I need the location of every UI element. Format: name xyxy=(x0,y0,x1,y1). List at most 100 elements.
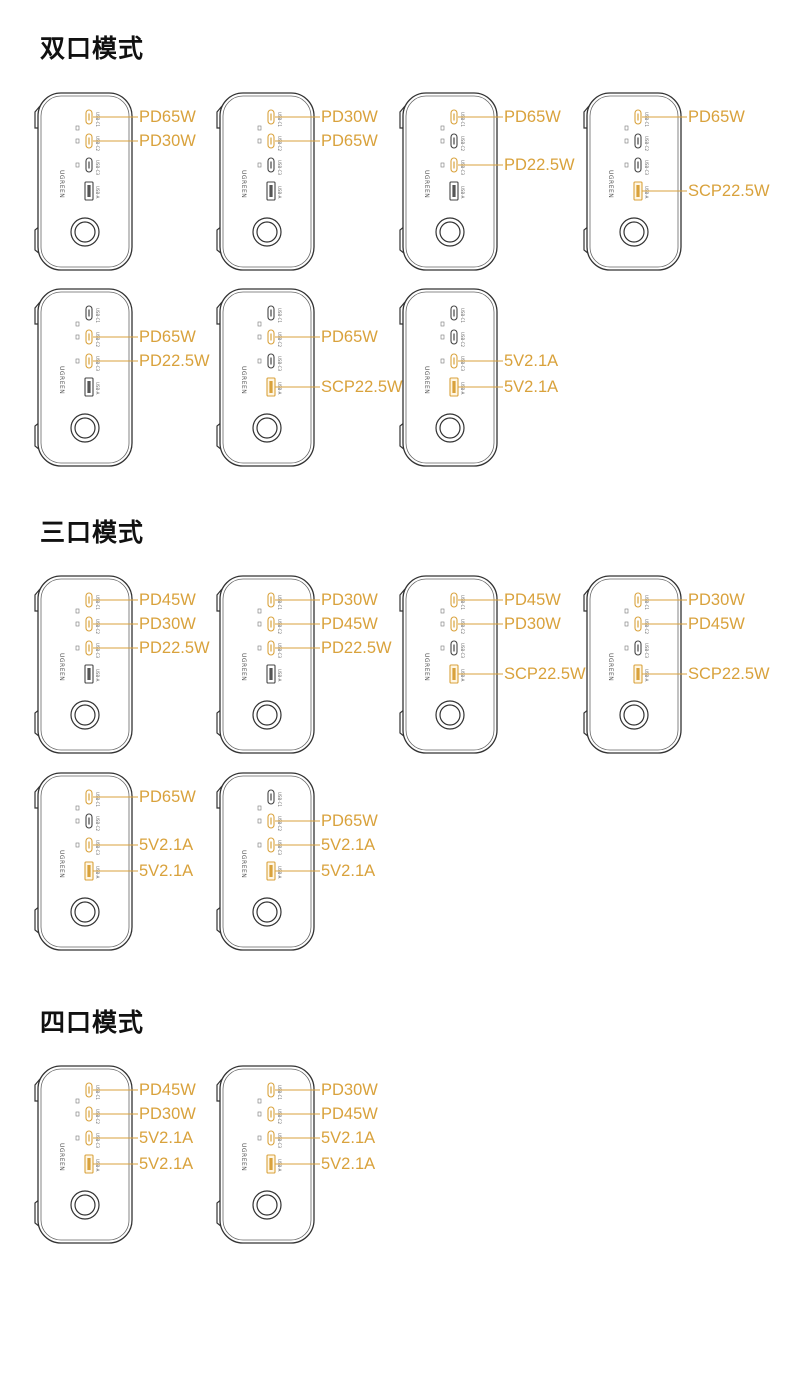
svg-text:USB-A: USB-A xyxy=(277,186,282,199)
port-output-label: PD22.5W xyxy=(139,352,210,370)
svg-text:USB-A: USB-A xyxy=(460,669,465,682)
svg-text:USB-C2: USB-C2 xyxy=(277,136,282,151)
port-output-label: 5V2.1A xyxy=(139,1129,194,1147)
power-button-icon xyxy=(619,700,649,730)
svg-text:USB-C3: USB-C3 xyxy=(277,1133,282,1148)
power-button-icon xyxy=(252,217,282,247)
port-output-label: PD30W xyxy=(139,132,196,150)
svg-text:USB-C3: USB-C3 xyxy=(95,356,100,371)
port-usb-c3: USB-C3 xyxy=(257,353,282,371)
port-output-label: 5V2.1A xyxy=(321,836,376,854)
port-output-label: PD30W xyxy=(139,615,196,633)
section-title: 双口模式 xyxy=(40,34,145,63)
port-usb-a-active: USB-A xyxy=(633,181,649,201)
port-usb-c3-active: USB-C3 xyxy=(440,353,465,371)
port-output-label: PD45W xyxy=(139,591,196,609)
port-output-label: SCP22.5W xyxy=(688,665,770,683)
svg-text:USB-C2: USB-C2 xyxy=(644,136,649,151)
svg-text:USB-C2: USB-C2 xyxy=(277,1109,282,1124)
svg-text:USB-C1: USB-C1 xyxy=(95,112,100,127)
svg-text:USB-C1: USB-C1 xyxy=(277,308,282,323)
port-usb-c1-active: USB-C1 xyxy=(624,109,649,131)
svg-text:USB-C3: USB-C3 xyxy=(460,643,465,658)
port-usb-c3-active: USB-C3 xyxy=(257,837,282,855)
svg-text:USB-C3: USB-C3 xyxy=(460,160,465,175)
svg-text:USB-C2: USB-C2 xyxy=(277,619,282,634)
port-usb-c2-active: USB-C2 xyxy=(257,616,282,634)
port-usb-c1: USB-C1 xyxy=(257,305,282,327)
svg-text:USB-C3: USB-C3 xyxy=(644,643,649,658)
power-button-icon xyxy=(435,413,465,443)
port-output-label: PD65W xyxy=(139,788,196,806)
svg-text:USB-A: USB-A xyxy=(95,866,100,879)
port-usb-c3: USB-C3 xyxy=(440,640,465,658)
svg-text:USB-C1: USB-C1 xyxy=(277,595,282,610)
port-output-label: 5V2.1A xyxy=(321,1155,376,1173)
port-usb-c1-active: USB-C1 xyxy=(75,109,100,131)
svg-text:USB-C3: USB-C3 xyxy=(95,160,100,175)
port-usb-c2: USB-C2 xyxy=(440,133,465,151)
port-output-label: 5V2.1A xyxy=(139,836,194,854)
brand-logo-text: UGREEN xyxy=(423,366,430,394)
svg-text:USB-C1: USB-C1 xyxy=(277,1085,282,1100)
port-usb-c3-active: USB-C3 xyxy=(75,837,100,855)
port-output-label: PD65W xyxy=(139,108,196,126)
port-output-label: PD22.5W xyxy=(504,156,575,174)
port-usb-c1: USB-C1 xyxy=(75,305,100,327)
port-output-label: 5V2.1A xyxy=(321,862,376,880)
port-usb-c2-active: USB-C2 xyxy=(440,616,465,634)
port-usb-c3-active: USB-C3 xyxy=(440,157,465,175)
brand-logo-text: UGREEN xyxy=(240,1143,247,1171)
svg-text:USB-C3: USB-C3 xyxy=(277,643,282,658)
brand-logo-text: UGREEN xyxy=(240,653,247,681)
power-button-icon xyxy=(70,700,100,730)
svg-text:USB-C2: USB-C2 xyxy=(95,136,100,151)
svg-text:USB-C2: USB-C2 xyxy=(95,816,100,831)
port-usb-a: USB-A xyxy=(266,181,282,201)
port-usb-c3: USB-C3 xyxy=(257,157,282,175)
power-button-icon xyxy=(435,217,465,247)
port-usb-c1-active: USB-C1 xyxy=(257,592,282,614)
port-usb-c2-active: USB-C2 xyxy=(257,329,282,347)
svg-text:USB-C1: USB-C1 xyxy=(95,792,100,807)
brand-logo-text: UGREEN xyxy=(58,170,65,198)
svg-text:USB-C3: USB-C3 xyxy=(95,1133,100,1148)
port-output-label: 5V2.1A xyxy=(321,1129,376,1147)
port-output-label: PD65W xyxy=(504,108,561,126)
svg-text:USB-C1: USB-C1 xyxy=(644,595,649,610)
svg-text:USB-C1: USB-C1 xyxy=(277,112,282,127)
section-title: 三口模式 xyxy=(40,518,145,547)
port-usb-c1-active: USB-C1 xyxy=(75,789,100,811)
svg-text:USB-A: USB-A xyxy=(95,669,100,682)
port-usb-a-active: USB-A xyxy=(449,377,465,397)
port-output-label: PD30W xyxy=(321,108,378,126)
port-usb-c1-active: USB-C1 xyxy=(257,109,282,131)
svg-text:USB-A: USB-A xyxy=(644,669,649,682)
port-output-label: PD30W xyxy=(504,615,561,633)
port-usb-c1: USB-C1 xyxy=(257,789,282,811)
svg-text:USB-A: USB-A xyxy=(95,382,100,395)
port-output-label: PD65W xyxy=(321,328,378,346)
port-output-label: PD45W xyxy=(504,591,561,609)
svg-text:USB-A: USB-A xyxy=(277,1159,282,1172)
port-usb-c3-active: USB-C3 xyxy=(75,640,100,658)
power-button-icon xyxy=(252,897,282,927)
port-output-label: PD65W xyxy=(139,328,196,346)
port-usb-a: USB-A xyxy=(84,664,100,684)
port-output-label: PD65W xyxy=(688,108,745,126)
brand-logo-text: UGREEN xyxy=(58,653,65,681)
port-output-label: 5V2.1A xyxy=(139,862,194,880)
